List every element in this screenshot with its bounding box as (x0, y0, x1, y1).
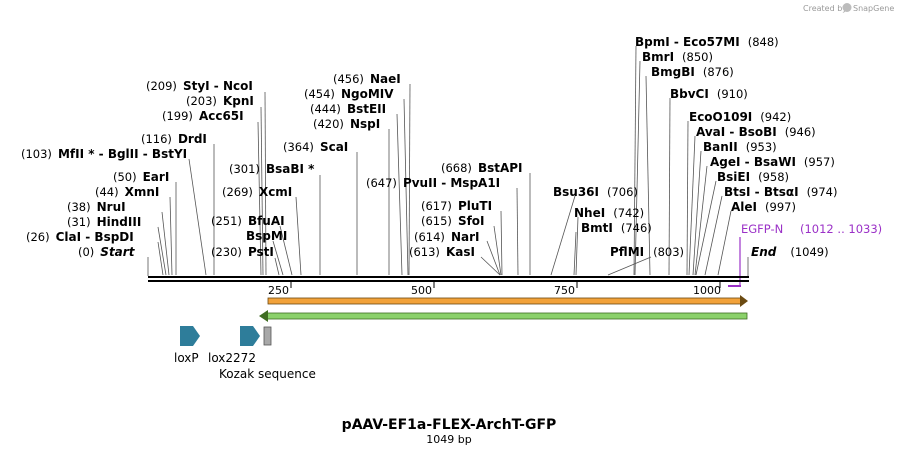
site-label-psti: (230)PstI (211, 245, 274, 259)
site-label-ngomiv: (454)NgoMIV (304, 87, 394, 101)
site-label-bstapi: (668)BstAPI (441, 161, 523, 175)
site-label-eari: (50)EarI (113, 170, 169, 184)
site-label-mfii: (103)MfII * - BglII - BstYI (21, 147, 187, 161)
site-label-nhei: NheI(742) (574, 206, 644, 220)
map-title: pAAV-EF1a-FLEX-ArchT-GFP (342, 417, 557, 433)
site-labels: (0)Start (26)ClaI - BspDI (31)HindIII (3… (21, 35, 838, 259)
site-label-bsteii: (444)BstEII (310, 102, 386, 116)
sequence-backbone: 250 500 750 1000 (148, 276, 749, 297)
primer-egfp-n: EGFP-N (1012 .. 1033) (728, 222, 882, 287)
site-label-xmni: (44)XmnI (95, 185, 159, 199)
orf-reverse (259, 310, 748, 322)
map-length: 1049 bp (426, 433, 471, 446)
site-label-pvuii: (647)PvuII - MspA1I (366, 176, 500, 190)
site-label-naei: (456)NaeI (333, 72, 401, 86)
site-label-bmgbi: BmgBI(876) (651, 65, 734, 79)
tick-label-1000: 1000 (693, 284, 721, 297)
site-label-pluti: (617)PluTI (421, 199, 492, 213)
primer-range: (1012 .. 1033) (800, 222, 882, 236)
site-label-styi: (209)StyI - NcoI (146, 79, 253, 93)
site-label-avai: AvaI - BsoBI(946) (696, 125, 816, 139)
site-label-bfuai: (251)BfuAI (211, 214, 285, 228)
orf-forward (267, 295, 748, 307)
feature-label-loxp: loxP (174, 351, 199, 365)
site-label-scai: (364)ScaI (283, 140, 348, 154)
feature-label-lox2272: lox2272 (208, 351, 256, 365)
tick-label-250: 250 (268, 284, 289, 297)
feature-loxp: loxP (174, 326, 200, 365)
site-label-hindiii: (31)HindIII (67, 215, 141, 229)
credit-brand: SnapGene (853, 4, 894, 13)
site-label-nari: (614)NarI (414, 230, 479, 244)
site-label-ecoo109i: EcoO109I(942) (689, 110, 791, 124)
site-label-start: (0)Start (78, 245, 136, 259)
feature-label-kozak: Kozak sequence (219, 367, 316, 381)
site-label-acc65i: (199)Acc65I (162, 109, 244, 123)
site-label-xcmi: (269)XcmI (222, 185, 292, 199)
tick-marks (290, 282, 721, 288)
primer-name: EGFP-N (741, 222, 783, 236)
feature-lox2272: lox2272 (208, 326, 260, 365)
site-label-kpni: (203)KpnI (186, 94, 254, 108)
site-label-bsabi: (301)BsaBI * (229, 162, 315, 176)
site-label-btsi: BtsI - BtsαI(974) (724, 185, 838, 199)
snapgene-credit: Created by SnapGene (803, 3, 894, 13)
feature-kozak: Kozak sequence (219, 326, 316, 381)
site-label-bbvci: BbvCI(910) (670, 87, 748, 101)
site-label-kasi: (613)KasI (409, 245, 475, 259)
site-label-banii: BanII(953) (703, 140, 777, 154)
site-label-bspmi: BspMI (246, 229, 287, 243)
site-label-bsu36i: Bsu36I(706) (553, 185, 638, 199)
site-label-sfoi: (615)SfoI (421, 214, 485, 228)
site-label-nspi: (420)NspI (313, 117, 380, 131)
site-label-clai: (26)ClaI - BspDI (26, 230, 134, 244)
site-label-pflmi: PflMI(803) (610, 245, 684, 259)
snapgene-logo-icon (842, 3, 852, 12)
site-leader-lines (147, 45, 749, 276)
credit-text: Created by (803, 4, 847, 13)
site-label-bmti: BmtI(746) (581, 221, 652, 235)
site-label-nrui: (38)NruI (67, 200, 126, 214)
site-label-bmri: BmrI(850) (642, 50, 713, 64)
site-label-alei: AleI(997) (731, 200, 796, 214)
site-label-agei: AgeI - BsaWI(957) (710, 155, 835, 169)
site-label-drdi: (116)DrdI (141, 132, 207, 146)
tick-label-750: 750 (554, 284, 575, 297)
tick-label-500: 500 (411, 284, 432, 297)
site-label-end: End(1049) (751, 245, 829, 259)
site-label-bpmi: BpmI - Eco57MI(848) (635, 35, 779, 49)
site-label-bsiei: BsiEI(958) (717, 170, 789, 184)
